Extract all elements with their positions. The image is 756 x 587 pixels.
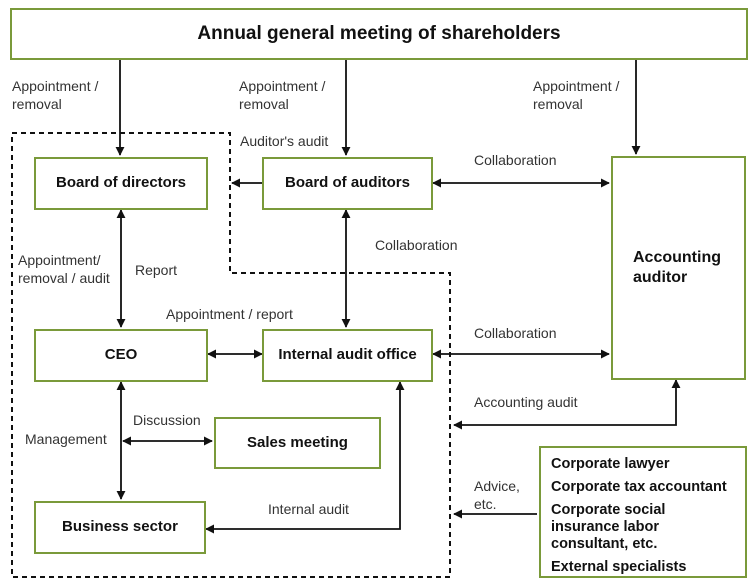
label-appointment-removal-audit: Appointment/ removal / audit	[18, 252, 110, 286]
specialist-item: Corporate tax accountant	[551, 479, 727, 495]
shareholders-box: Annual general meeting of shareholders	[10, 8, 748, 60]
label-collaboration-bottom: Collaboration	[474, 325, 557, 341]
sales-meeting-box: Sales meeting	[214, 417, 381, 469]
label-advice: Advice, etc.	[474, 478, 520, 512]
specialist-item: External specialists	[551, 559, 687, 575]
board-of-auditors-box: Board of auditors	[262, 157, 433, 210]
ceo-box: CEO	[34, 329, 208, 382]
label-management: Management	[25, 431, 107, 447]
label-discussion: Discussion	[133, 412, 201, 428]
label-collaboration-middle: Collaboration	[375, 237, 458, 253]
label-auditors-audit: Auditor's audit	[240, 133, 329, 149]
label-report: Report	[135, 262, 178, 278]
label-appointment-removal-auditors: Appointment / removal	[239, 78, 326, 112]
business-sector-box: Business sector	[34, 501, 206, 554]
label-appointment-removal-accounting: Appointment / removal	[533, 78, 620, 112]
internal-audit-office-box: Internal audit office	[262, 329, 433, 382]
arrow-internal-audit-business	[205, 381, 405, 534]
board-of-directors-box: Board of directors	[34, 157, 208, 210]
specialist-item: Corporate social insurance labor consult…	[551, 502, 666, 552]
internal-control-boundary	[11, 132, 451, 578]
external-specialists-box: Corporate lawyer Corporate tax accountan…	[539, 446, 747, 578]
accounting-auditor-box: Accounting auditor	[611, 156, 746, 380]
specialist-item: Corporate lawyer	[551, 456, 670, 472]
label-appointment-removal-directors: Appointment / removal	[12, 78, 99, 112]
label-appointment-report: Appointment / report	[166, 306, 293, 322]
arrow-accounting-audit	[453, 379, 681, 430]
label-collaboration-top: Collaboration	[474, 152, 557, 168]
label-accounting-audit: Accounting audit	[474, 394, 578, 410]
label-internal-audit: Internal audit	[268, 501, 349, 517]
